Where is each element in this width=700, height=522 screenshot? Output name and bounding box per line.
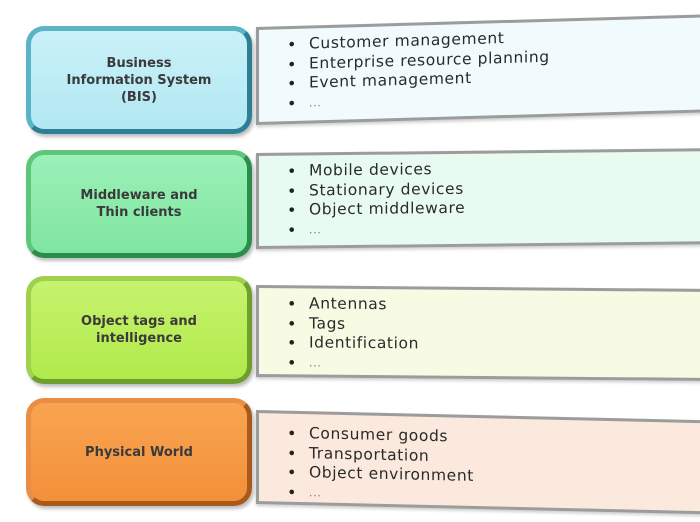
layer-items-panel: Mobile devices Stationary devices Object…	[256, 148, 700, 249]
layer-title: Business Information System (BIS)	[66, 55, 212, 105]
layer-items-panel: Antennas Tags Identification ...	[256, 285, 700, 382]
layer-title: Object tags and intelligence	[81, 314, 197, 346]
layer-items-panel: Consumer goods Transportation Object env…	[256, 410, 700, 515]
layer-items-panel: Customer management Enterprise resource …	[256, 14, 700, 125]
layer-label-box: Business Information System (BIS)	[26, 26, 252, 134]
layer-title: Middleware and Thin clients	[80, 188, 198, 220]
layer-label-box: Middleware and Thin clients	[26, 150, 252, 258]
layer-title: Physical World	[85, 444, 193, 460]
list-item: ...	[287, 216, 700, 240]
layer-label-box: Physical World	[26, 398, 252, 506]
layer-label-box: Object tags and intelligence	[26, 276, 252, 384]
list-item: ...	[287, 353, 700, 376]
